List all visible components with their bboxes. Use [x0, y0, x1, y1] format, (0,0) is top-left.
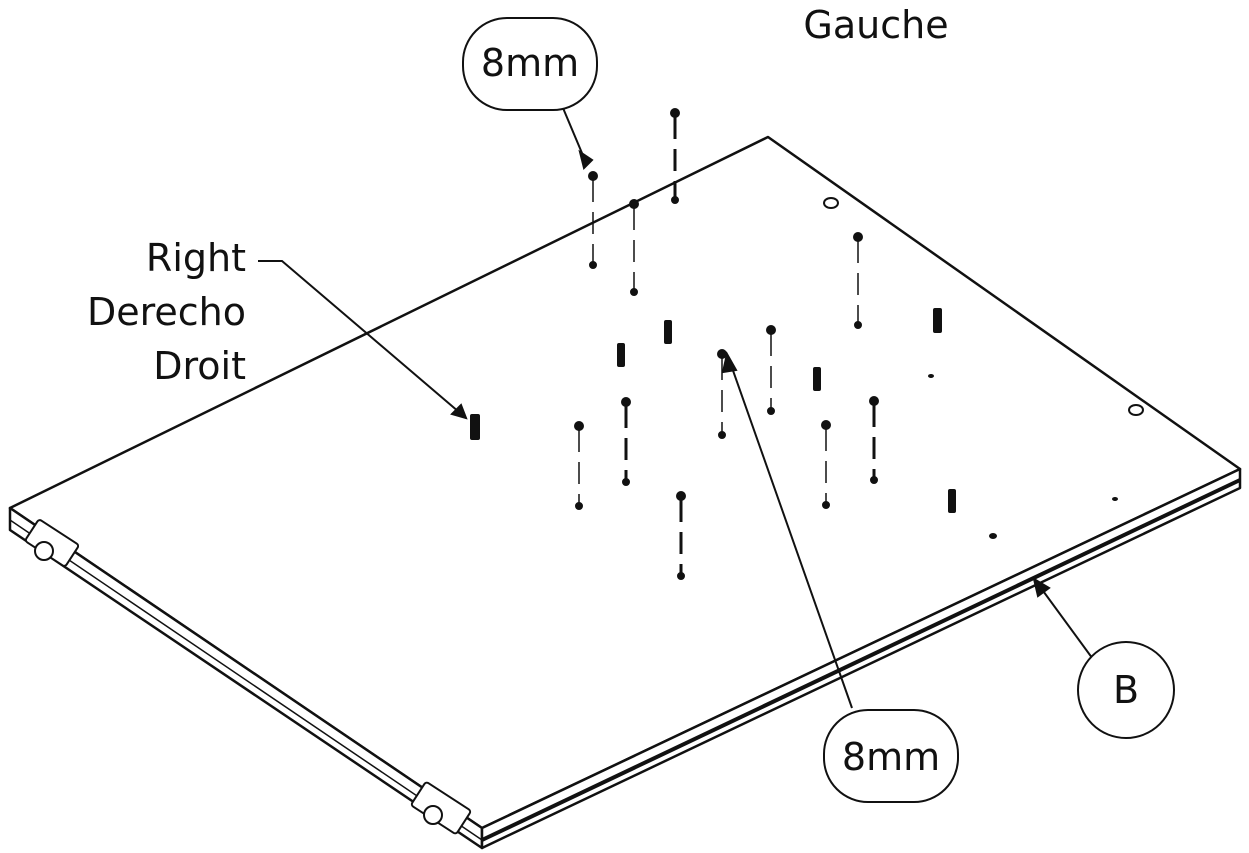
side-label-right: Right: [146, 236, 246, 280]
callout-8mm-top-label: 8mm: [481, 41, 579, 85]
callout-8mm-top: 8mm: [462, 17, 598, 111]
screw-icon: [574, 108, 879, 580]
cam-lock-icon: [410, 781, 472, 835]
side-label-gauche: Gauche: [803, 3, 948, 47]
hole-icon: [823, 197, 1144, 416]
cam-lock-icon: [24, 519, 80, 567]
part-b-label: B: [1113, 668, 1139, 712]
dowel-icon: [470, 308, 956, 513]
hole-icon: [928, 374, 1118, 539]
leader-lines: [258, 107, 1099, 709]
side-label-derecho: Derecho: [87, 290, 246, 334]
callout-8mm-bottom: 8mm: [823, 709, 959, 803]
side-label-droit: Droit: [153, 344, 246, 388]
part-b-callout: B: [1077, 641, 1175, 739]
callout-8mm-bottom-label: 8mm: [842, 735, 940, 779]
